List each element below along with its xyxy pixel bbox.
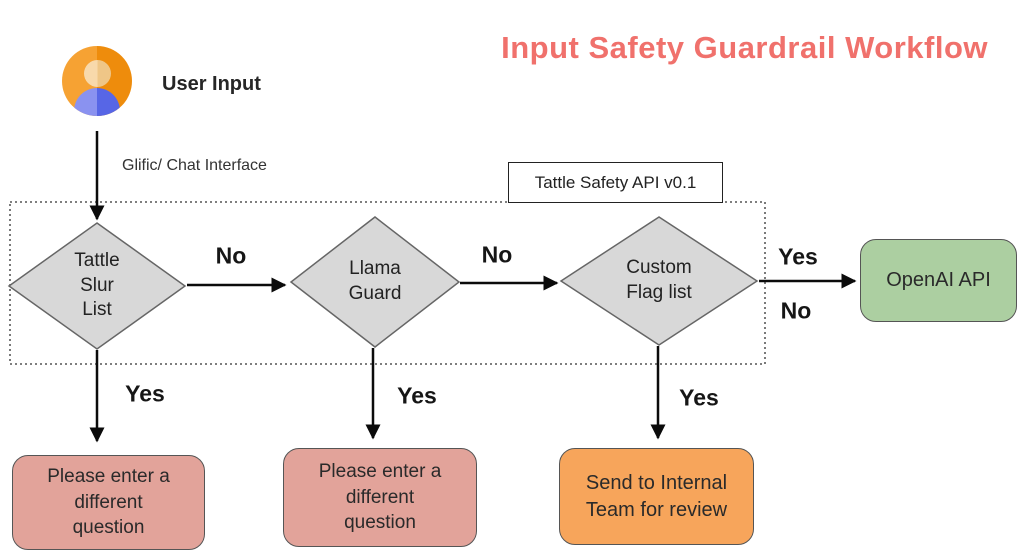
review-node: Send to Internal Team for review (559, 448, 754, 545)
edge-label-yes-2: Yes (397, 382, 437, 409)
decision-llama-guard-label: Llama Guard (348, 258, 402, 304)
outcome-node-2: Please enter a different question (283, 448, 477, 547)
safety-api-group-label: Tattle Safety API v0.1 (508, 162, 723, 203)
avatar-body (74, 88, 120, 116)
user-avatar-icon (62, 46, 132, 116)
avatar-head (83, 60, 111, 87)
edge-label-no-2: No (481, 241, 513, 268)
user-input-label: User Input (162, 73, 261, 95)
decision-tattle-slur-list-label: Tattle Slur List (74, 249, 120, 321)
decision-custom-flag-list-label: Custom Flag list (626, 257, 692, 303)
edge-label-no-1: No (215, 242, 247, 269)
openai-api-node: OpenAI API (860, 239, 1017, 322)
edge-label-yes-1: Yes (125, 380, 165, 407)
decision-llama-guard (289, 216, 461, 348)
decision-custom-flag-list (559, 216, 759, 346)
decision-tattle-slur-list (7, 222, 187, 350)
edge-label-no-openai: No (780, 297, 812, 324)
page-title: Input Safety Guardrail Workflow (501, 30, 988, 65)
glific-interface-label: Glific/ Chat Interface (122, 157, 267, 174)
edge-label-yes-3: Yes (679, 384, 719, 411)
outcome-node-1: Please enter a different question (12, 455, 205, 550)
safety-api-group-box (9, 201, 766, 365)
edge-label-yes-openai: Yes (778, 243, 818, 270)
